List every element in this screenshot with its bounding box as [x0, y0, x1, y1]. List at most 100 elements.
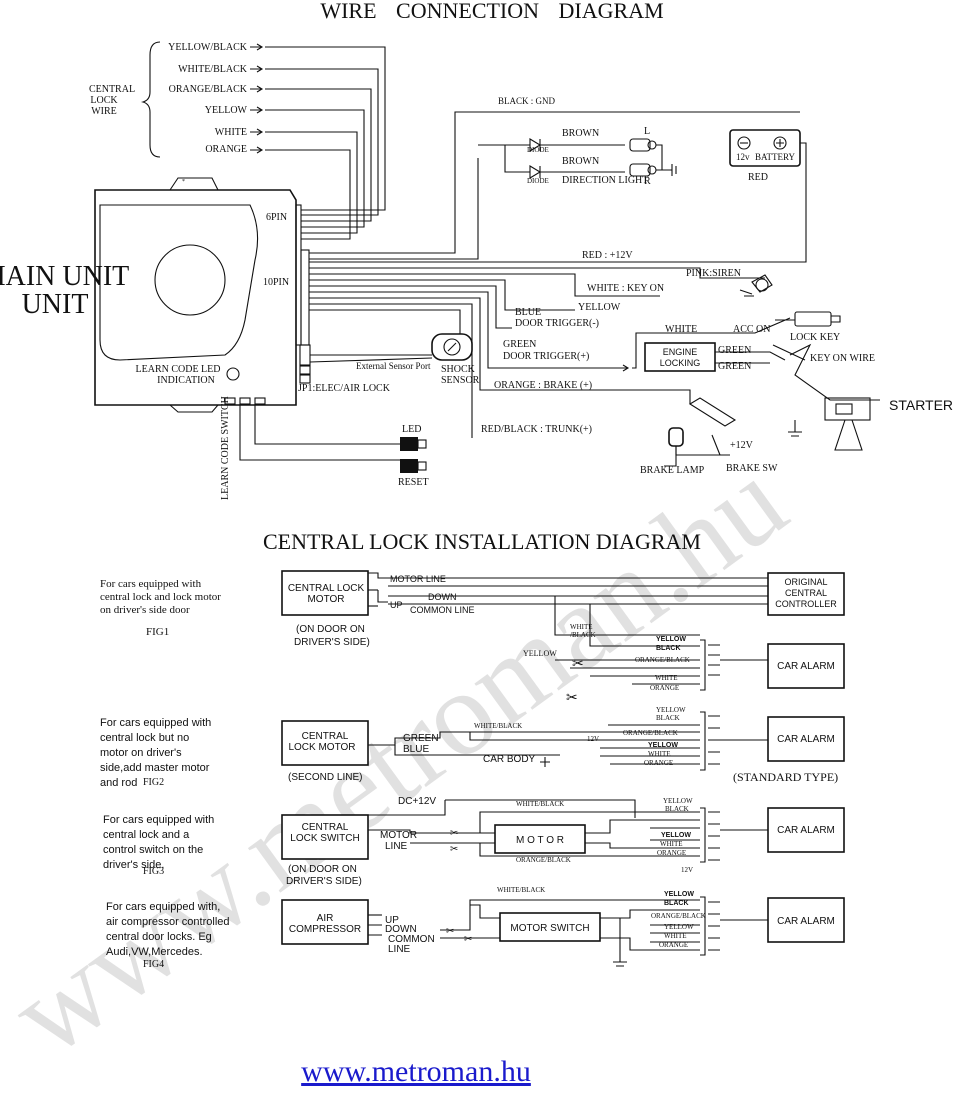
- svg-text:side,add master motor: side,add master motor: [100, 762, 210, 774]
- diode-top: [529, 138, 625, 152]
- svg-text:ORANGE/BLACK: ORANGE/BLACK: [623, 729, 678, 737]
- svg-text:ACC ON: ACC ON: [733, 324, 771, 335]
- svg-text:CENTRAL: CENTRAL: [89, 84, 135, 95]
- car-alarm-box-3: CAR ALARM: [767, 807, 845, 853]
- svg-text:CAR ALARM: CAR ALARM: [777, 916, 835, 927]
- svg-text:ORANGE: ORANGE: [205, 144, 247, 155]
- svg-text:(ON DOOR ON: (ON DOOR ON: [296, 624, 365, 635]
- svg-text:WHITE/BLACK: WHITE/BLACK: [497, 886, 545, 894]
- fig3-description: For cars equipped with central lock and …: [103, 814, 214, 877]
- svg-text:CAR ALARM: CAR ALARM: [777, 825, 835, 836]
- svg-text:12V: 12V: [587, 735, 599, 743]
- svg-text:central door locks. Eg: central door locks. Eg: [106, 931, 212, 943]
- svg-text:central lock and a: central lock and a: [103, 829, 190, 841]
- lock-key-icon: [772, 311, 880, 401]
- svg-text:MOTOR SWITCH: MOTOR SWITCH: [510, 923, 589, 934]
- svg-text:PINK:SIREN: PINK:SIREN: [686, 268, 741, 279]
- main-unit-box: * 6PIN 10PIN LEARN CODE LED INDICATION: [94, 177, 297, 413]
- brake-lamp: [664, 397, 737, 467]
- starter-icon: [788, 397, 871, 451]
- car-alarm-box-1: CAR ALARM: [767, 643, 845, 689]
- original-central-controller: ORIGINAL CENTRAL CONTROLLER: [767, 572, 845, 616]
- svg-text:CENTRAL: CENTRAL: [785, 588, 827, 598]
- central-lock-wire-label: CENTRAL LOCK WIRE: [89, 41, 161, 158]
- motor-box: M O T O R: [494, 824, 586, 854]
- svg-text:UP: UP: [390, 600, 403, 610]
- svg-text:M O T O R: M O T O R: [516, 835, 564, 846]
- svg-text:SHOCK: SHOCK: [441, 364, 476, 375]
- svg-text:KEY ON WIRE: KEY ON WIRE: [810, 353, 875, 364]
- svg-text:LINE: LINE: [388, 944, 411, 955]
- svg-text:ORANGE/BLACK: ORANGE/BLACK: [651, 912, 706, 920]
- 6pin-label: 6PIN: [266, 212, 287, 223]
- svg-text:central lock and lock motor: central lock and lock motor: [100, 591, 221, 603]
- svg-text:YELLOW: YELLOW: [578, 302, 621, 313]
- svg-text:YELLOW: YELLOW: [648, 742, 678, 749]
- svg-text:ORANGE: ORANGE: [657, 849, 686, 857]
- main-unit-label: MAIN UNIT: [0, 261, 129, 292]
- svg-text:R: R: [644, 176, 651, 187]
- svg-text:CENTRAL: CENTRAL: [302, 822, 349, 833]
- svg-text:LINE: LINE: [385, 841, 408, 852]
- svg-text:GREEN: GREEN: [718, 361, 751, 372]
- svg-text:*: *: [182, 179, 185, 185]
- svg-text:WHITE: WHITE: [665, 324, 697, 335]
- svg-text:BLACK: BLACK: [665, 805, 689, 813]
- svg-text:YELLOW/BLACK: YELLOW/BLACK: [168, 42, 248, 53]
- svg-text:CAR ALARM: CAR ALARM: [777, 661, 835, 672]
- svg-text:ORANGE/BLACK: ORANGE/BLACK: [635, 656, 690, 664]
- svg-text:and rod: and rod: [100, 777, 137, 789]
- svg-text:(ON DOOR ON: (ON DOOR ON: [288, 864, 357, 875]
- svg-text:ORANGE: ORANGE: [644, 759, 673, 767]
- svg-text:BLUE: BLUE: [403, 744, 429, 755]
- engine-locking-box: ENGINE LOCKING: [644, 342, 716, 372]
- fig1-lock-motor-box: CENTRAL LOCK MOTOR: [281, 570, 369, 616]
- svg-text:WHITE/BLACK: WHITE/BLACK: [474, 722, 522, 730]
- svg-text:driver's side.: driver's side.: [103, 859, 164, 871]
- svg-text:External Sensor Port: External Sensor Port: [356, 361, 431, 371]
- svg-text:RED : +12V: RED : +12V: [582, 250, 633, 261]
- learn-code-switch-label: LEARN CODE SWITCH: [220, 396, 231, 500]
- diode-bottom: [529, 165, 625, 179]
- air-compressor-box: AIR COMPRESSOR: [281, 899, 369, 945]
- svg-text:WHITE: WHITE: [570, 623, 593, 631]
- svg-text:+12V: +12V: [730, 440, 754, 451]
- svg-text:WHITE/BLACK: WHITE/BLACK: [516, 800, 564, 808]
- svg-text:DOOR TRIGGER(+): DOOR TRIGGER(+): [503, 351, 589, 362]
- fig1-description: For cars equipped with central lock and …: [100, 578, 221, 638]
- svg-text:ORANGE: ORANGE: [659, 941, 688, 949]
- svg-text:YELLOW: YELLOW: [661, 832, 691, 839]
- svg-text:For cars equipped with,: For cars equipped with,: [106, 901, 220, 913]
- svg-text:For cars equipped with: For cars equipped with: [100, 578, 202, 590]
- car-alarm-box-4: CAR ALARM: [767, 897, 845, 943]
- scissors-icon: ✂: [572, 657, 584, 672]
- svg-text:DOWN: DOWN: [428, 592, 457, 602]
- svg-text:DIODE: DIODE: [527, 146, 549, 154]
- svg-text:on driver's side door: on driver's side door: [100, 604, 190, 616]
- footer-link[interactable]: www.metroman.hu: [301, 1055, 531, 1088]
- svg-text:JP1:ELEC/AIR LOCK: JP1:ELEC/AIR LOCK: [298, 383, 391, 394]
- svg-text:CAR BODY: CAR BODY: [483, 754, 536, 765]
- svg-text:COMPRESSOR: COMPRESSOR: [289, 924, 361, 935]
- svg-text:CAR ALARM: CAR ALARM: [777, 734, 835, 745]
- svg-text:motor on driver's: motor on driver's: [100, 747, 182, 759]
- scissors-icon: ✂: [464, 934, 472, 945]
- svg-text:FIG2: FIG2: [143, 777, 164, 788]
- svg-text:RED/BLACK : TRUNK(+): RED/BLACK : TRUNK(+): [481, 424, 592, 435]
- svg-text:AIR: AIR: [317, 913, 334, 924]
- svg-text:For cars equipped with: For cars equipped with: [100, 717, 211, 729]
- svg-text:MOTOR: MOTOR: [307, 594, 344, 605]
- svg-text:12V: 12V: [681, 866, 693, 874]
- svg-text:YELLOW: YELLOW: [523, 649, 557, 658]
- shock-sensor: [309, 333, 473, 363]
- scissors-icon: ✂: [566, 691, 578, 706]
- svg-text:DIODE: DIODE: [527, 177, 549, 185]
- svg-text:UP: UP: [385, 915, 399, 926]
- svg-text:LEARN CODE LED: LEARN CODE LED: [136, 364, 221, 375]
- svg-text:control switch on the: control switch on the: [103, 844, 203, 856]
- svg-text:L: L: [644, 126, 650, 137]
- fig4-description: For cars equipped with, air compressor c…: [106, 901, 230, 970]
- svg-text:ORANGE/BLACK: ORANGE/BLACK: [169, 84, 248, 95]
- central-lock-title: CENTRAL LOCK INSTALLATION DIAGRAM: [263, 529, 701, 554]
- svg-text:LOCK SWITCH: LOCK SWITCH: [290, 833, 359, 844]
